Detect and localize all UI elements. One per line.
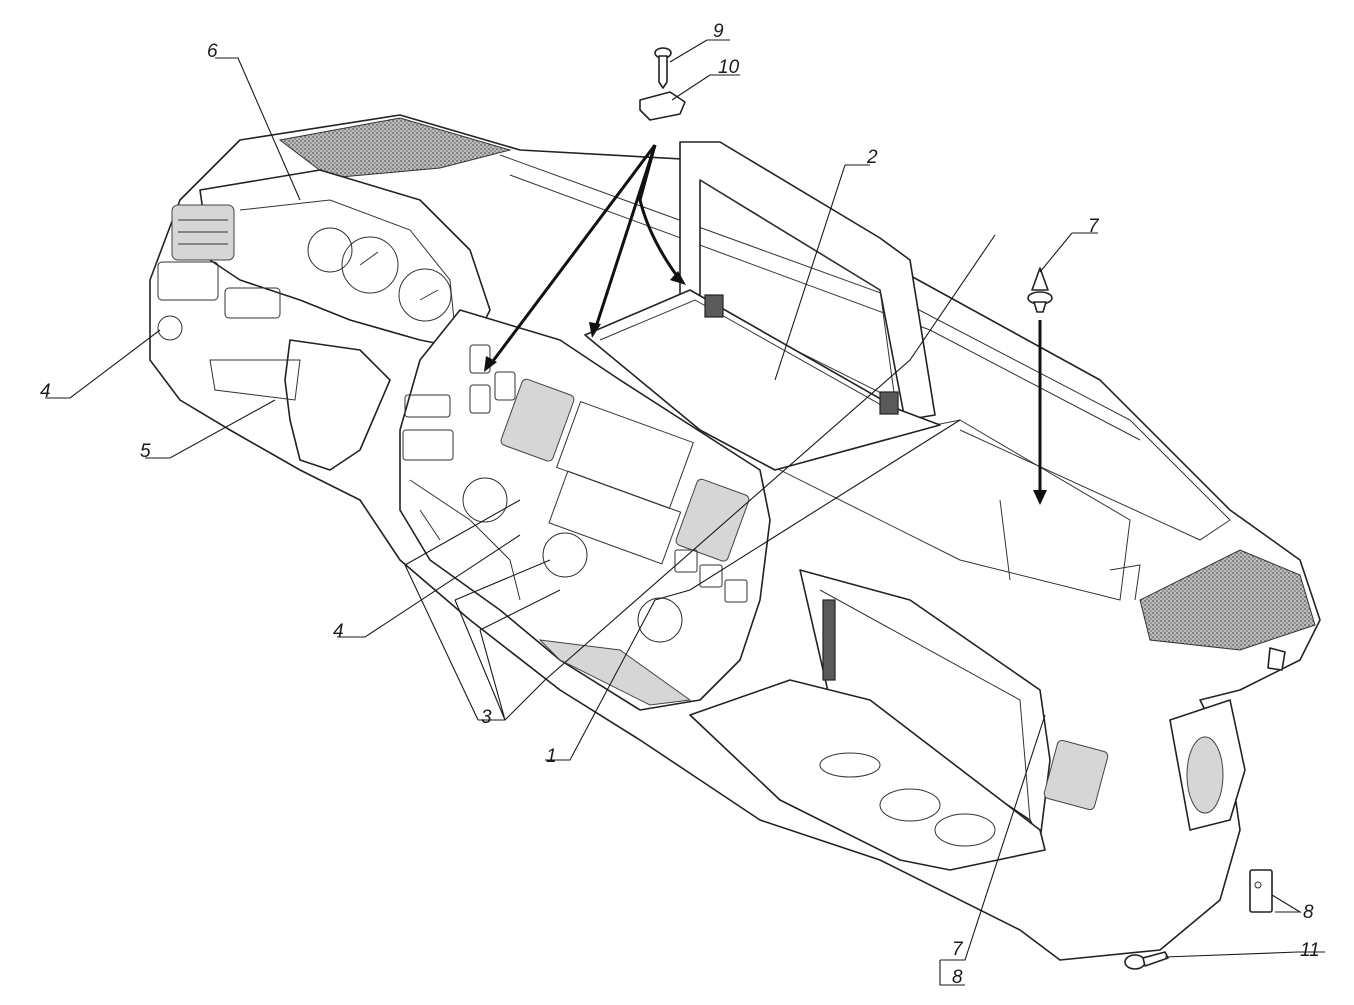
cup-holder-2: [934, 813, 996, 847]
fasteners: [639, 47, 1169, 970]
callout-4-center: 4: [333, 621, 344, 642]
callout-labels: 9 10 6 7 2 4 5 4 3 1 7 8 8 11: [40, 21, 1320, 988]
callout-1: 1: [546, 746, 557, 767]
callout-6: 6: [207, 41, 218, 62]
glovebox-drawer: [689, 569, 1051, 871]
control-knob-2: [542, 532, 588, 578]
screw-11: [1124, 951, 1169, 970]
speedometer-gauge: [341, 236, 399, 294]
leader-lines: [45, 39, 1325, 986]
assembly-arrows: [484, 144, 1047, 505]
instrument-cluster-hood: [157, 169, 491, 351]
push-rivet-7: [1027, 267, 1053, 313]
callout-3: 3: [481, 707, 492, 728]
callout-10: 10: [718, 57, 740, 78]
callout-4-left: 4: [40, 381, 51, 402]
callout-7-bottom: 7: [952, 939, 964, 960]
fuel-gauge: [398, 268, 452, 322]
callout-2: 2: [866, 147, 878, 168]
callout-11: 11: [1300, 940, 1320, 961]
right-side-assembly: [1043, 647, 1286, 913]
center-console: [399, 309, 771, 711]
air-vent-side: [1186, 736, 1224, 814]
storage-compartment-lid: [584, 141, 941, 471]
mounting-bracket: [1249, 869, 1273, 913]
callout-5: 5: [140, 441, 151, 462]
callout-8-right: 8: [1303, 902, 1314, 923]
steering-column-cover: [209, 339, 391, 471]
callout-8-bottom: 8: [952, 967, 963, 988]
speaker-grille-right: [1139, 549, 1316, 651]
hinge-left: [704, 294, 724, 318]
switch-knob-left: [157, 315, 183, 341]
air-vent-center-left: [500, 378, 575, 462]
tachometer-gauge: [307, 227, 353, 273]
control-knob-1: [462, 477, 508, 523]
glovebox-latch: [822, 599, 836, 681]
hinge-right: [879, 391, 899, 415]
air-vent-center-right: [675, 478, 750, 562]
air-vent-right: [1043, 739, 1109, 811]
callout-7-top: 7: [1088, 216, 1100, 237]
cup-holder-1: [879, 788, 941, 822]
callout-9: 9: [713, 21, 724, 42]
screw-9: [654, 47, 672, 89]
